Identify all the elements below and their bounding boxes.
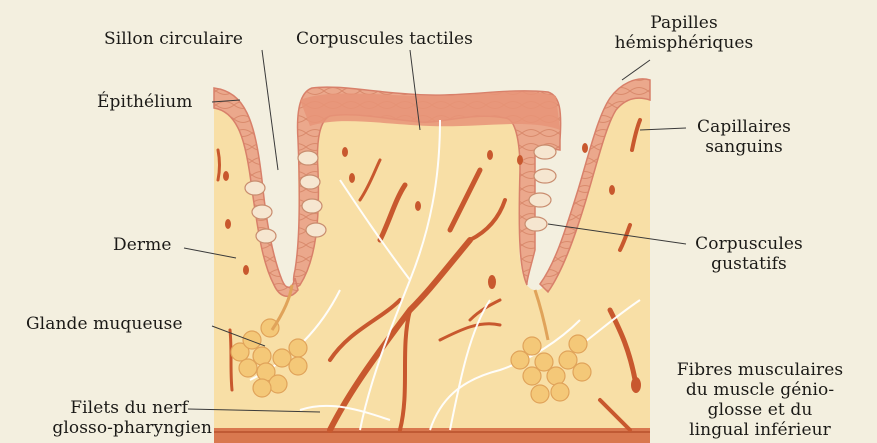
label-filets-line1: Filets du nerf — [0, 398, 212, 418]
label-filets-line2: glosso-pharyngien — [0, 418, 212, 438]
label-papilles-hemispheriques: Papilles hémisphériques — [604, 13, 764, 53]
label-capillaires-line1: Capillaires — [684, 117, 804, 137]
label-papilles-line2: hémisphériques — [604, 33, 764, 53]
label-fibres-line4: lingual inférieur — [655, 420, 865, 440]
label-filets-nerf: Filets du nerf glosso-pharyngien — [0, 398, 212, 438]
label-fibres-musculaires: Fibres musculaires du muscle génio- glos… — [655, 360, 865, 440]
label-sillon-circulaire: Sillon circulaire — [104, 29, 243, 49]
label-glande-muqueuse: Glande muqueuse — [26, 314, 183, 334]
label-papilles-line1: Papilles — [604, 13, 764, 33]
label-capillaires-line2: sanguins — [684, 137, 804, 157]
label-corpuscules-tactiles: Corpuscules tactiles — [296, 29, 473, 49]
muscle-band — [214, 428, 650, 443]
label-corpuscules-line1: Corpuscules — [686, 234, 812, 254]
label-corpuscules-line2: gustatifs — [686, 254, 812, 274]
label-fibres-line3: glosse et du — [655, 400, 865, 420]
label-epithelium: Épithélium — [97, 92, 193, 112]
label-derme: Derme — [113, 235, 172, 255]
label-capillaires-sanguins: Capillaires sanguins — [684, 117, 804, 157]
label-fibres-line1: Fibres musculaires — [655, 360, 865, 380]
label-corpuscules-gustatifs: Corpuscules gustatifs — [686, 234, 812, 274]
label-fibres-line2: du muscle génio- — [655, 380, 865, 400]
